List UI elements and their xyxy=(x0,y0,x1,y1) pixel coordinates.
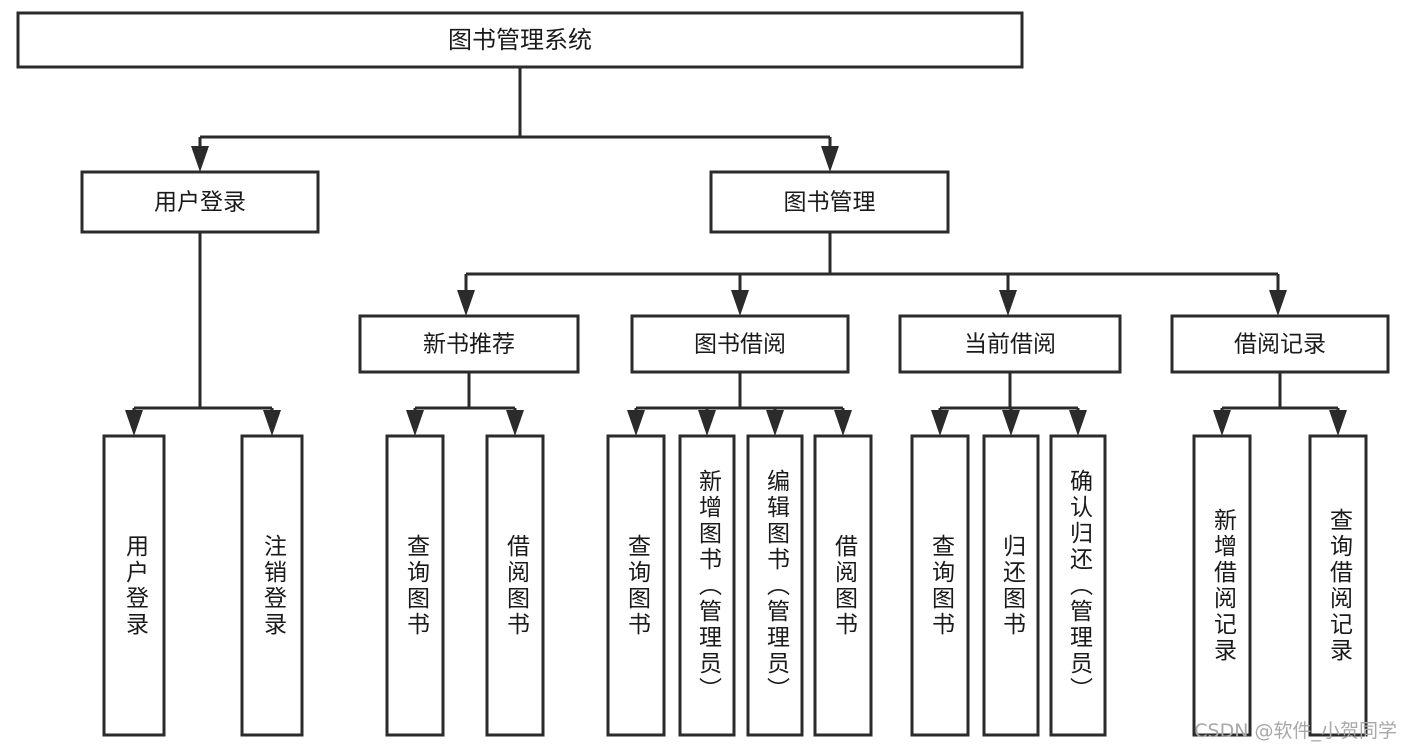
node-box-leaf-add-book-admin[interactable] xyxy=(678,434,736,737)
borrow-records-arrow-0 xyxy=(1213,410,1231,436)
new-book-recommend-arrow-1 xyxy=(506,410,524,436)
book-borrow-arrow-2 xyxy=(766,410,784,436)
node-box-root[interactable] xyxy=(16,11,1024,69)
boxes-layer xyxy=(16,11,1390,737)
book-management-arrow-3 xyxy=(1269,290,1287,316)
node-box-borrow-records[interactable] xyxy=(1170,314,1390,374)
current-borrow-arrow-2 xyxy=(1069,410,1087,436)
node-box-leaf-user-login[interactable] xyxy=(102,434,166,737)
node-label-new-book-recommend: 新书推荐 xyxy=(423,332,515,358)
node-box-leaf-confirm-return-admin[interactable] xyxy=(1049,434,1107,737)
node-box-leaf-logout[interactable] xyxy=(240,434,304,737)
user-login-arrow-0 xyxy=(125,410,143,436)
user-login-arrow-1 xyxy=(263,410,281,436)
book-borrow-arrow-3 xyxy=(834,410,852,436)
current-borrow-arrow-0 xyxy=(931,410,949,436)
node-label-book-borrow: 图书借阅 xyxy=(694,332,786,358)
node-label-borrow-records: 借阅记录 xyxy=(1234,332,1326,358)
node-box-leaf-return-book[interactable] xyxy=(982,434,1040,737)
node-box-leaf-query-book-bb[interactable] xyxy=(606,434,666,737)
node-box-leaf-borrow-book-bb[interactable] xyxy=(813,434,873,737)
book-management-arrow-2 xyxy=(999,290,1017,316)
node-box-leaf-edit-book-admin[interactable] xyxy=(746,434,804,737)
current-borrow-arrow-1 xyxy=(1002,410,1020,436)
root-arrow-1 xyxy=(821,146,839,172)
book-borrow-arrow-0 xyxy=(627,410,645,436)
node-label-root: 图书管理系统 xyxy=(448,26,592,54)
node-label-current-borrow: 当前借阅 xyxy=(964,332,1056,358)
node-label-user-login: 用户登录 xyxy=(154,190,246,216)
book-borrow-arrow-1 xyxy=(698,410,716,436)
watermark-text: CSDN @软件_小贺同学 xyxy=(1194,720,1397,742)
node-box-user-login[interactable] xyxy=(80,170,320,234)
node-box-leaf-query-book-nbr[interactable] xyxy=(385,434,445,737)
node-box-book-management[interactable] xyxy=(709,170,950,234)
node-box-leaf-query-borrow-record[interactable] xyxy=(1308,434,1368,737)
node-box-leaf-add-borrow-record[interactable] xyxy=(1192,434,1252,737)
node-box-new-book-recommend[interactable] xyxy=(358,314,580,374)
node-box-current-borrow[interactable] xyxy=(898,314,1122,374)
node-label-book-management: 图书管理 xyxy=(784,190,876,216)
new-book-recommend-arrow-0 xyxy=(406,410,424,436)
root-arrow-0 xyxy=(191,146,209,172)
book-management-arrow-1 xyxy=(731,290,749,316)
node-box-book-borrow[interactable] xyxy=(630,314,850,374)
node-box-leaf-query-book-cb[interactable] xyxy=(910,434,970,737)
borrow-records-arrow-1 xyxy=(1329,410,1347,436)
node-box-leaf-borrow-book-nbr[interactable] xyxy=(485,434,545,737)
book-management-arrow-0 xyxy=(457,290,475,316)
connectors-layer xyxy=(125,67,1347,436)
